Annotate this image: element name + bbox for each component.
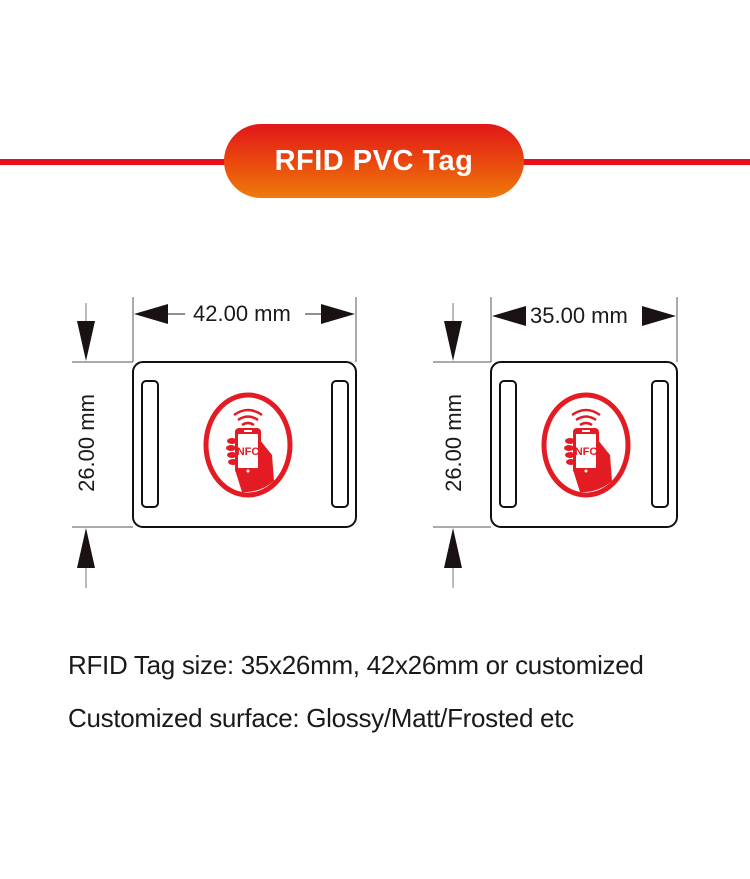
header-line-right — [510, 159, 750, 165]
header-line-left — [0, 159, 240, 165]
slot-left — [141, 380, 159, 508]
page-title: RFID PVC Tag — [274, 144, 474, 177]
width-label-42: 42.00 mm — [190, 302, 294, 326]
svg-text:NFC: NFC — [237, 446, 260, 458]
arrow-left-icon — [492, 306, 526, 326]
height-label-35: 26.00 mm — [441, 393, 466, 493]
slot-left — [499, 380, 517, 508]
arrow-up-icon — [77, 528, 95, 568]
arrow-up-icon — [444, 528, 462, 568]
size-description: RFID Tag size: 35x26mm, 42x26mm or custo… — [68, 650, 644, 680]
nfc-phone-icon: NFC — [541, 392, 631, 498]
slot-right — [651, 380, 669, 508]
nfc-phone-icon: NFC — [203, 392, 293, 498]
arrow-left-icon — [134, 304, 168, 324]
arrow-right-icon — [321, 304, 355, 324]
slot-right — [331, 380, 349, 508]
svg-text:NFC: NFC — [575, 446, 598, 458]
surface-description: Customized surface: Glossy/Matt/Frosted … — [68, 703, 574, 733]
arrow-right-icon — [642, 306, 676, 326]
width-label-35: 35.00 mm — [530, 303, 628, 328]
arrow-down-icon — [444, 321, 462, 361]
title-banner: RFID PVC Tag — [224, 124, 524, 198]
arrow-down-icon — [77, 321, 95, 361]
